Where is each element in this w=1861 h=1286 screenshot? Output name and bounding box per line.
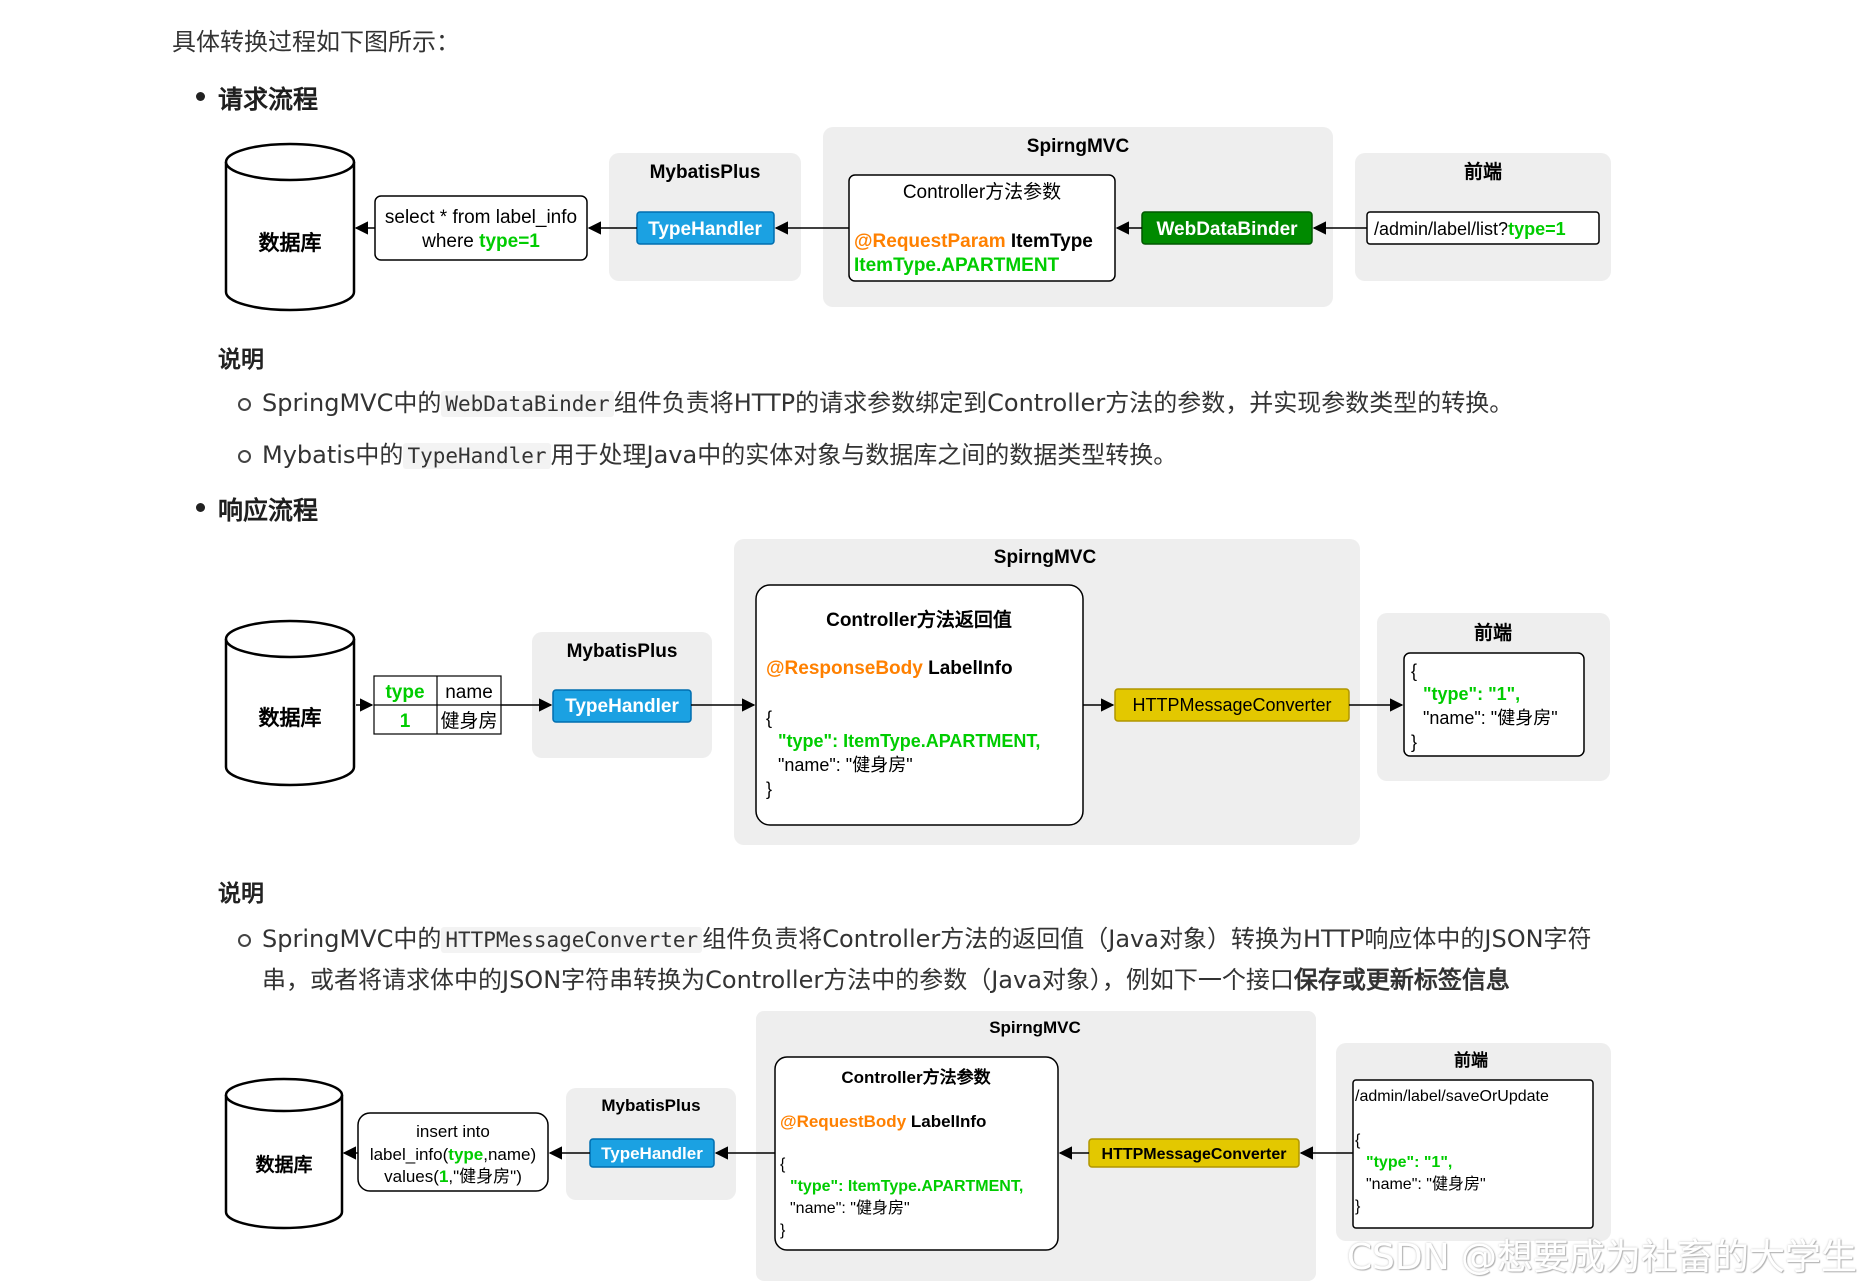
param-line: @RequestParam ItemType [854, 231, 1093, 252]
bullet-dot [196, 92, 205, 101]
database-icon: 数据库 [224, 619, 356, 787]
fe-json-close: } [1355, 1198, 1361, 1215]
mybatisplus-label: MybatisPlus [650, 162, 761, 183]
json-open: { [766, 708, 772, 728]
db-label: 数据库 [255, 1153, 312, 1176]
fe-json-name: "name": "健身房" [1423, 708, 1558, 728]
typehandler-label: TypeHandler [648, 219, 762, 240]
json-name: "name": "健身房" [778, 755, 913, 775]
ring-bullet [238, 398, 251, 411]
intro-text: 具体转换过程如下图所示： [172, 28, 460, 56]
json-type: "type": ItemType.APARTMENT, [790, 1178, 1023, 1195]
table-col-name: name [445, 682, 493, 703]
return-annot-line: @ResponseBody LabelInfo [766, 658, 1013, 679]
request-flow-title: 请求流程 [218, 85, 319, 114]
csdn-watermark: CSDN @想要成为社畜的大学生 [1346, 1237, 1857, 1278]
json-open: { [780, 1156, 786, 1173]
mybatisplus-label: MybatisPlus [601, 1096, 700, 1115]
fe-json-name: "name": "健身房" [1366, 1175, 1486, 1193]
springmvc-label: SpirngMVC [989, 1018, 1081, 1037]
sql-line2: where type=1 [421, 231, 540, 252]
fe-json-close: } [1411, 732, 1417, 752]
response-flow-title: 响应流程 [218, 496, 319, 525]
fe-json-type: "type": "1", [1423, 684, 1520, 704]
db-label: 数据库 [259, 231, 322, 255]
return-title: Controller方法返回值 [826, 608, 1012, 631]
save-url: /admin/label/saveOrUpdate [1355, 1088, 1549, 1105]
json-close: } [766, 779, 772, 799]
json-close: } [780, 1222, 786, 1239]
json-name: "name": "健身房" [790, 1199, 910, 1217]
typehandler-label: TypeHandler [565, 696, 679, 717]
response-notes-title: 说明 [218, 881, 264, 907]
converter-label: HTTPMessageConverter [1102, 1146, 1287, 1163]
typehandler-label: TypeHandler [601, 1144, 703, 1163]
param-annot-line: @RequestBody LabelInfo [780, 1112, 986, 1131]
insert-line1: insert into [416, 1122, 490, 1141]
request-diagram: 数据库 select * from label_info where type=… [224, 127, 1611, 312]
ring-bullet [238, 934, 251, 947]
fe-json-open: { [1355, 1132, 1361, 1149]
converter-label: HTTPMessageConverter [1132, 695, 1331, 715]
mybatisplus-label: MybatisPlus [567, 641, 678, 662]
ring-bullet [238, 450, 251, 463]
save-diagram: 数据库 insert into label_info(type,name) va… [224, 1011, 1611, 1281]
url-text: /admin/label/list?type=1 [1374, 219, 1566, 239]
table-col-type: type [385, 682, 424, 703]
fe-json-type: "type": "1", [1366, 1154, 1452, 1171]
param-title: Controller方法参数 [903, 181, 1061, 203]
table-val-name: 健身房 [440, 710, 497, 732]
table-val-type: 1 [400, 711, 411, 732]
bullet-dot [196, 503, 205, 512]
database-icon: 数据库 [224, 1077, 344, 1230]
insert-line3: values(1,"健身房") [384, 1167, 522, 1186]
db-label: 数据库 [259, 706, 322, 730]
response-diagram: 数据库 type name 1 健身房 MybatisPlus TypeHand… [224, 539, 1610, 845]
frontend-label: 前端 [1474, 621, 1512, 644]
frontend-label: 前端 [1464, 160, 1502, 183]
insert-line2: label_info(type,name) [370, 1145, 536, 1164]
springmvc-label: SpirngMVC [994, 547, 1097, 568]
param-title: Controller方法参数 [841, 1067, 991, 1087]
fe-json-open: { [1411, 661, 1417, 681]
sql-line1: select * from label_info [385, 207, 577, 228]
param-value: ItemType.APARTMENT [854, 255, 1060, 276]
springmvc-label: SpirngMVC [1027, 136, 1130, 157]
request-notes-title: 说明 [218, 347, 264, 373]
webdatabinder-label: WebDataBinder [1156, 219, 1298, 240]
frontend-label: 前端 [1454, 1050, 1488, 1070]
database-icon: 数据库 [224, 142, 356, 312]
json-type: "type": ItemType.APARTMENT, [778, 731, 1040, 751]
